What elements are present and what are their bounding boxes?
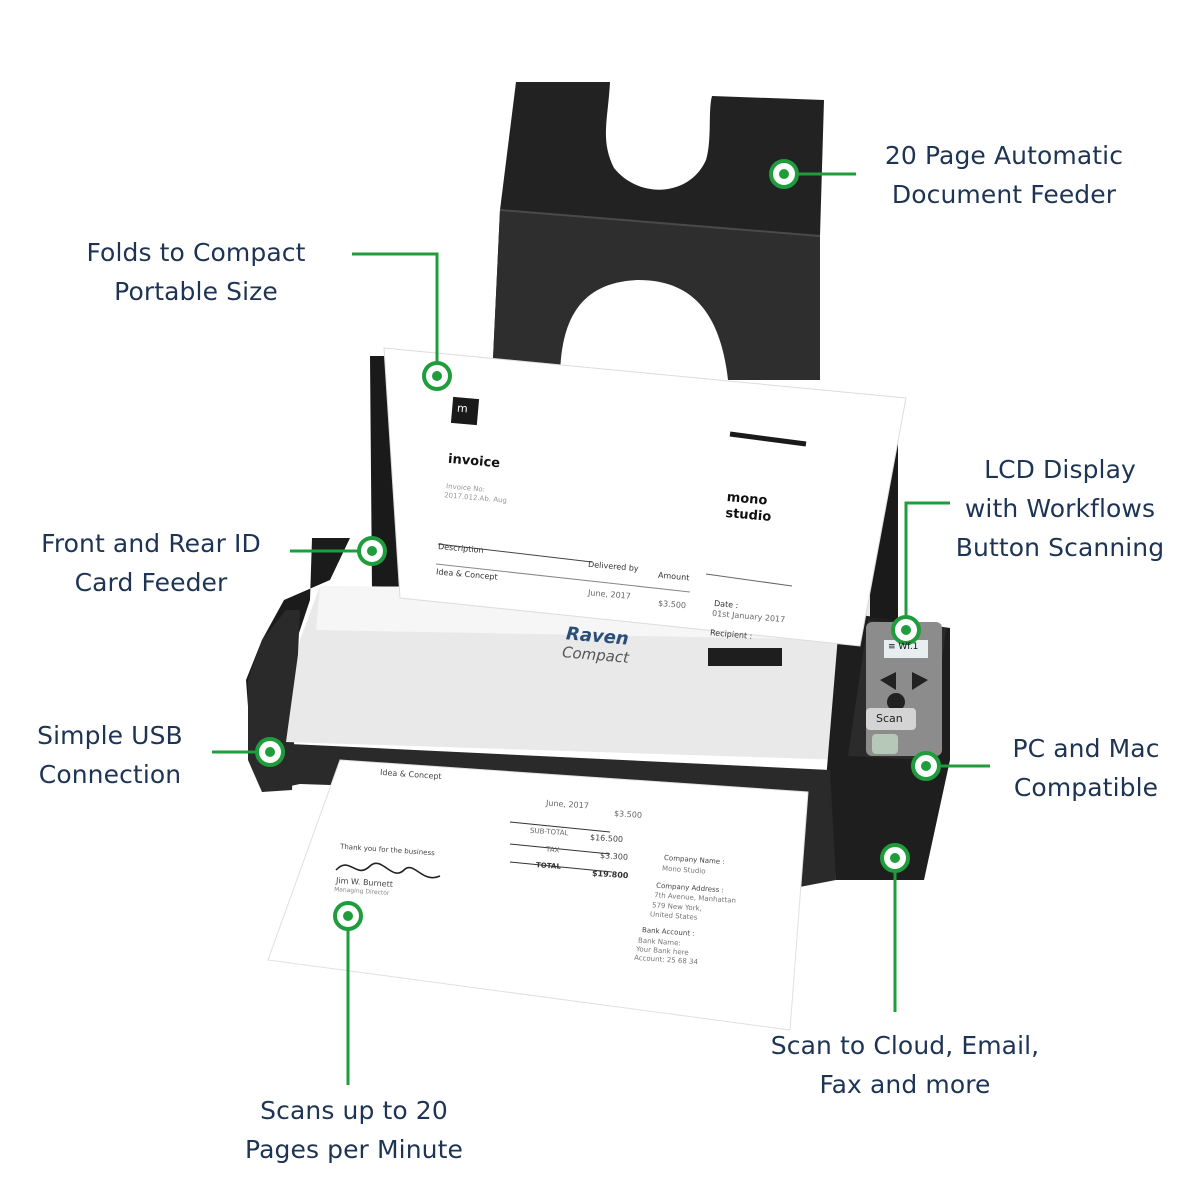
power-button[interactable] <box>872 734 898 754</box>
scan-button[interactable] <box>866 708 916 730</box>
usb-callout-dot <box>255 737 285 767</box>
lcd-screen <box>884 640 928 658</box>
callout-lcd: LCD Display with Workflows Button Scanni… <box>944 450 1176 567</box>
callout-lcd-line2: with Workflows <box>964 494 1156 523</box>
callout-lcd-line1: LCD Display <box>984 455 1136 484</box>
callout-speed-line2: Pages per Minute <box>245 1135 463 1164</box>
callout-usb: Simple USB Connection <box>16 716 204 794</box>
callout-folds: Folds to Compact Portable Size <box>60 233 332 311</box>
id-card-callout-dot <box>357 536 387 566</box>
output-sheet <box>267 759 809 1031</box>
callout-pc-mac-line2: Compatible <box>1013 773 1159 802</box>
paper-slot <box>708 648 782 666</box>
cloud-callout-dot <box>880 843 910 873</box>
callout-folds-line2: Portable Size <box>114 277 278 306</box>
callout-lcd-line3: Button Scanning <box>955 533 1165 562</box>
callout-speed-line1: Scans up to 20 <box>260 1096 448 1125</box>
lcd-callout-dot <box>891 615 921 645</box>
right-arrow-button-icon[interactable] <box>912 672 928 690</box>
callout-adf-line2: Document Feeder <box>891 180 1117 209</box>
callout-cloud: Scan to Cloud, Email, Fax and more <box>744 1026 1066 1104</box>
pc-mac-callout-dot <box>911 751 941 781</box>
ok-button-icon[interactable] <box>887 693 905 711</box>
callout-cloud-line1: Scan to Cloud, Email, <box>770 1031 1040 1060</box>
input-invoice-sheet <box>383 347 907 647</box>
callout-id-card-line1: Front and Rear ID <box>41 529 261 558</box>
callout-adf: 20 Page Automatic Document Feeder <box>866 136 1142 214</box>
callout-id-card: Front and Rear ID Card Feeder <box>22 524 280 602</box>
callout-speed: Scans up to 20 Pages per Minute <box>218 1091 490 1169</box>
callout-id-card-line2: Card Feeder <box>74 568 228 597</box>
callout-pc-mac: PC and Mac Compatible <box>994 729 1178 807</box>
left-arrow-button-icon[interactable] <box>880 672 896 690</box>
callout-folds-line1: Folds to Compact <box>86 238 306 267</box>
callout-adf-line1: 20 Page Automatic <box>884 141 1124 170</box>
callout-usb-line1: Simple USB <box>37 721 183 750</box>
callout-dots <box>255 159 941 931</box>
callout-cloud-line2: Fax and more <box>819 1070 991 1099</box>
speed-callout-dot <box>333 901 363 931</box>
folds-callout-dot <box>422 361 452 391</box>
adf-tray <box>492 82 824 380</box>
callout-usb-line2: Connection <box>38 760 182 789</box>
callout-pc-mac-line1: PC and Mac <box>1012 734 1160 763</box>
adf-callout-dot <box>769 159 799 189</box>
